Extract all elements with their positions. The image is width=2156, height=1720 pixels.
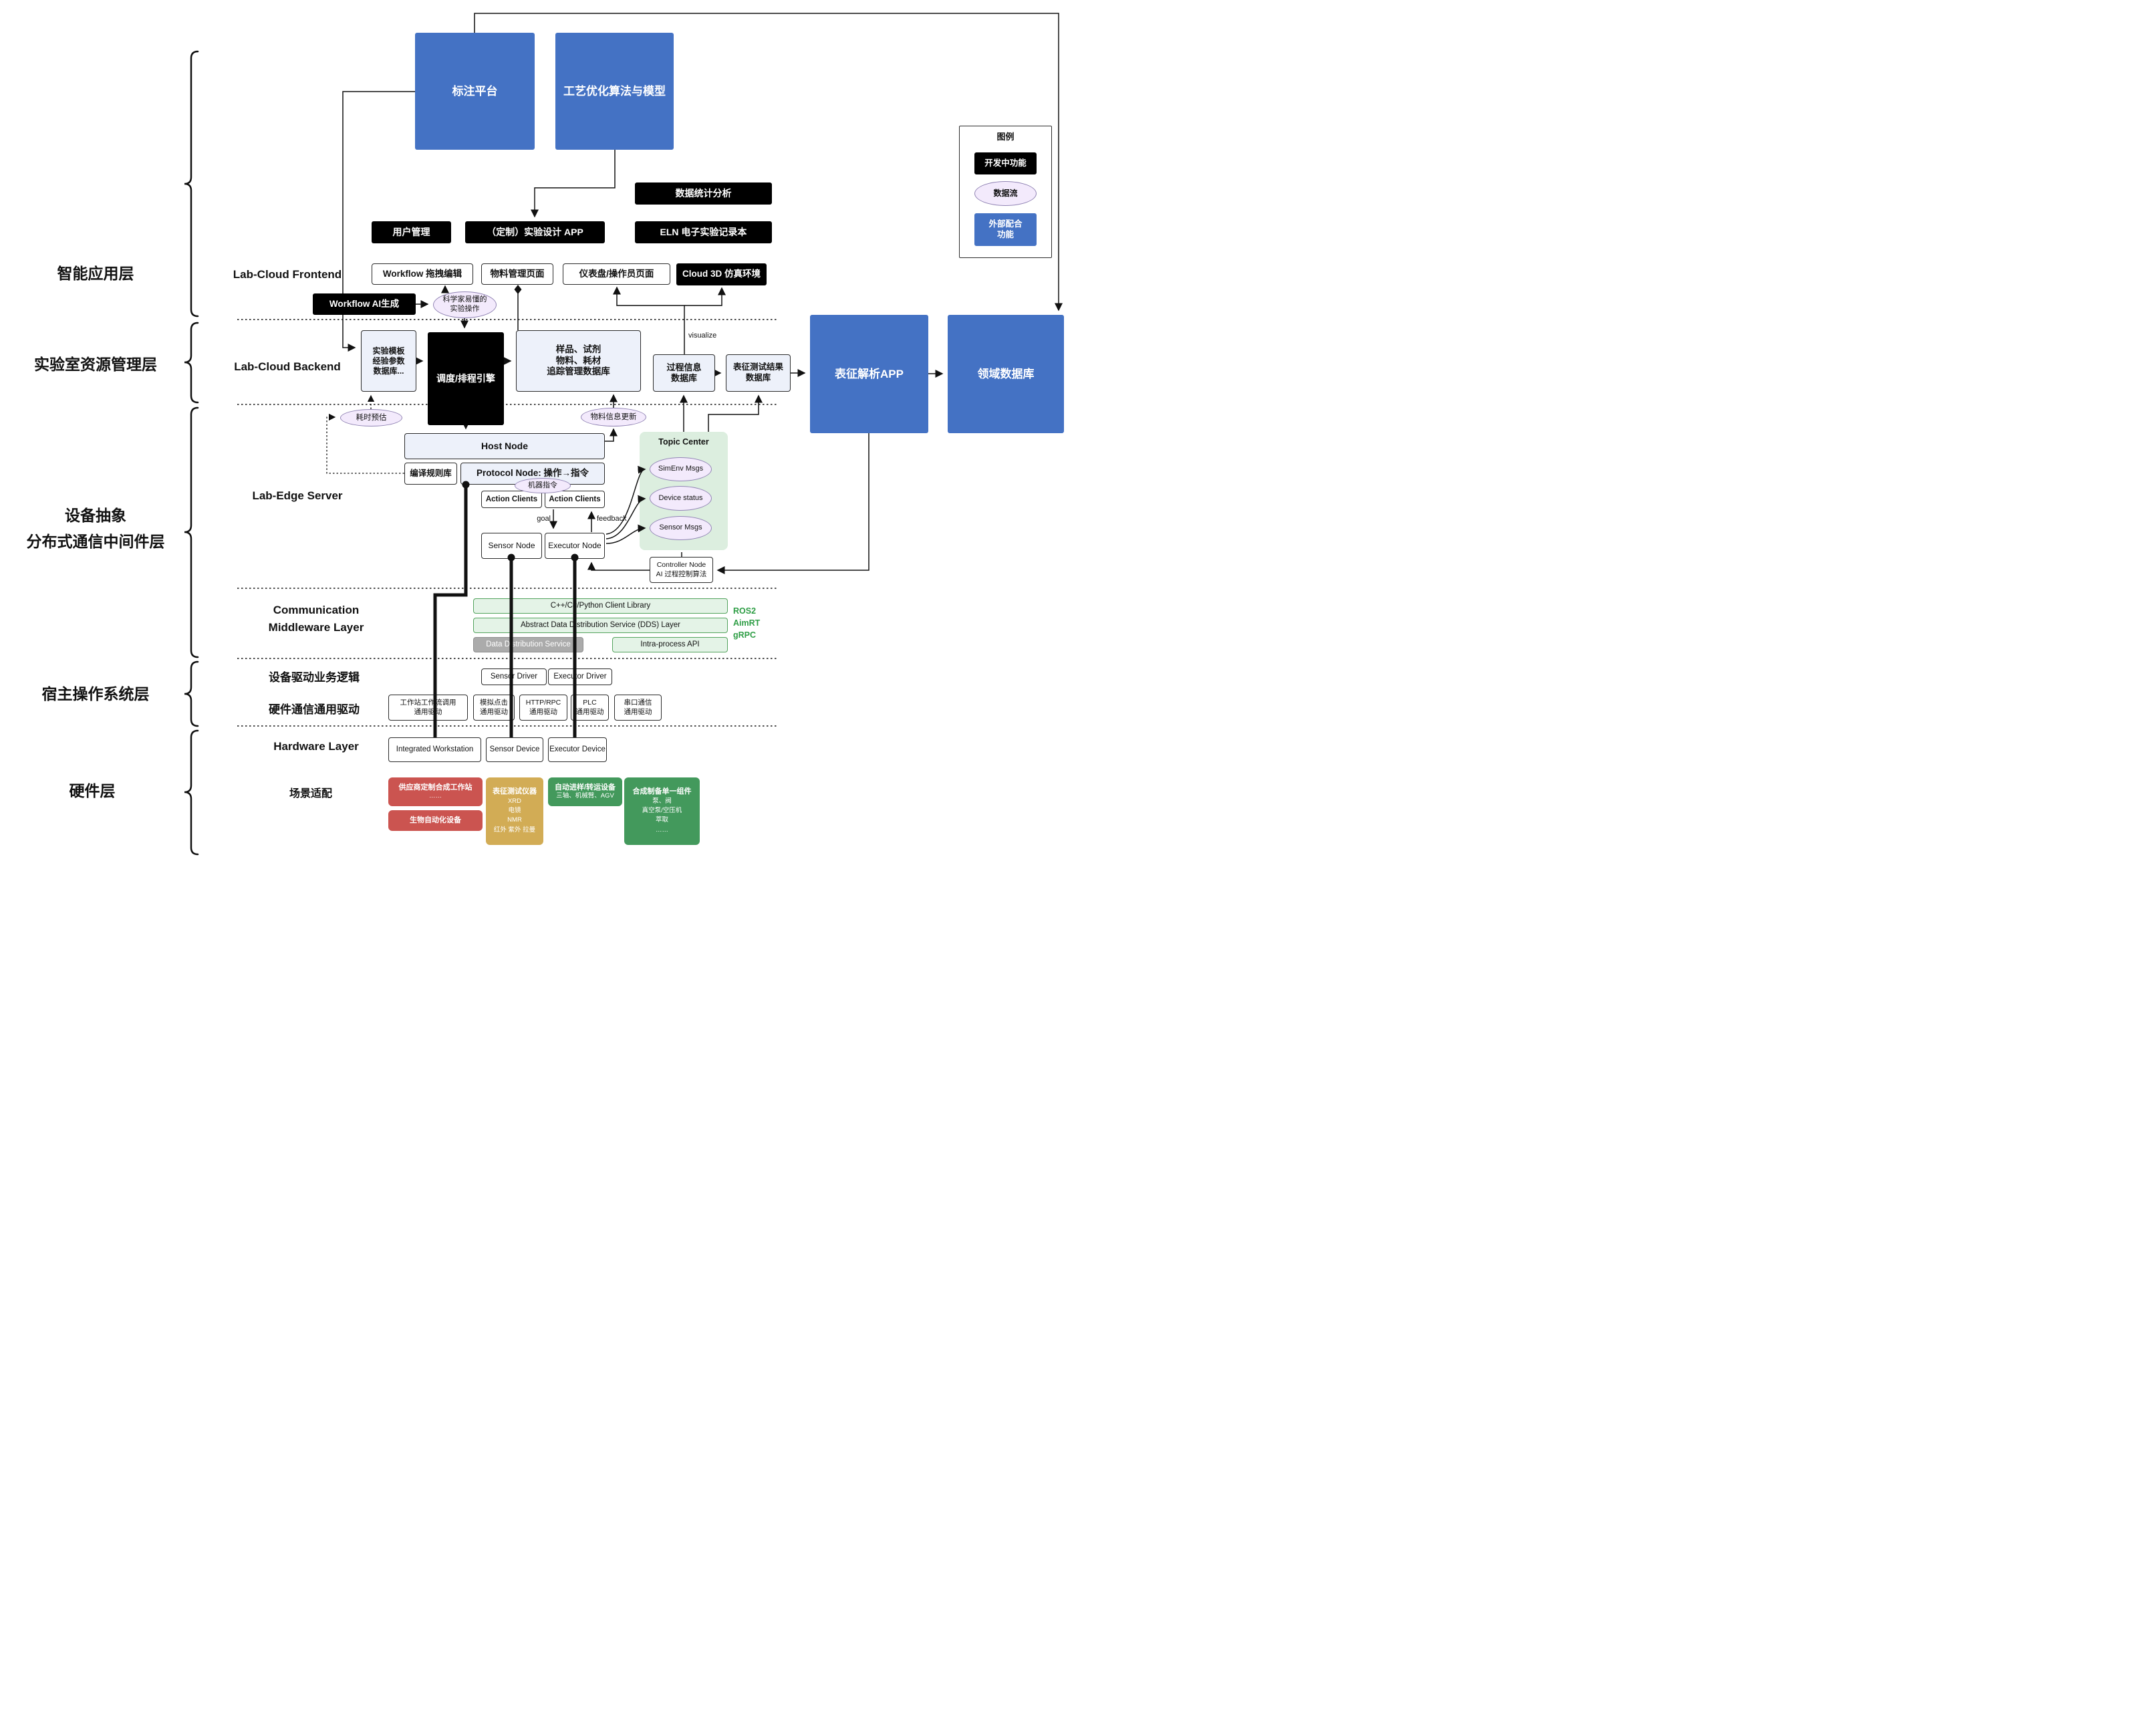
layer-label-device-abstraction: 设备抽象 分布式通信中间件层 [26, 507, 165, 551]
synthesis-unit-box: 合成制备单一组件 泵、阀 真空泵/空压机 萃取 …… [624, 777, 700, 845]
executor-driver-box: Executor Driver [548, 668, 612, 685]
integrated-workstation-box: Integrated Workstation [388, 737, 481, 762]
feedback-label: feedback [597, 515, 627, 523]
sensor-device-box: Sensor Device [486, 737, 543, 762]
material-update-flow: 物料信息更新 [581, 408, 646, 426]
intra-process-api-box: Intra-process API [612, 637, 728, 652]
characterization-instrument-title: 表征测试仪器 [493, 787, 537, 796]
characterization-instrument-list: XRD 电镜 NMR 红外 紫外 拉曼 [493, 797, 536, 834]
autosampler-transfer-sub: 三轴、机械臂、AGV [556, 792, 614, 800]
layer-label-hardware: 硬件层 [69, 782, 116, 800]
dds-abstract-layer-box: Abstract Data Distribution Service (DDS)… [473, 618, 728, 633]
annotation-platform-box: 标注平台 [415, 33, 535, 150]
section-scenario-fit: 场景适配 [289, 788, 332, 800]
section-device-driver-logic: 设备驱动业务逻辑 [269, 671, 360, 684]
layer-braces [184, 50, 199, 856]
process-optimization-box: 工艺优化算法与模型 [555, 33, 674, 150]
layer-label-host-os: 宿主操作系统层 [41, 685, 150, 703]
characterization-analysis-app-box: 表征解析APP [810, 315, 928, 433]
section-lab-cloud-backend: Lab-Cloud Backend [234, 360, 341, 373]
scheduler-engine-box: 调度/排程引擎 [428, 332, 504, 425]
sensor-msgs-flow: Sensor Msgs [650, 516, 712, 540]
action-clients-left-box: Action Clients [481, 491, 542, 508]
compile-rules-box: 编译规则库 [404, 463, 457, 485]
driver-workstation-box: 工作站工作流调用 通用驱动 [388, 695, 468, 721]
dotted-lines [326, 394, 404, 474]
layer-label-lab-resource: 实验室资源管理层 [34, 356, 157, 373]
synthesis-unit-title: 合成制备单一组件 [632, 787, 692, 796]
cloud-3d-sim-box: Cloud 3D 仿真环境 [676, 263, 767, 285]
legend-external-swatch: 外部配合 功能 [974, 213, 1037, 246]
visualize-label: visualize [688, 332, 717, 340]
simenv-msgs-flow: SimEnv Msgs [650, 457, 712, 481]
characterization-instrument-box: 表征测试仪器 XRD 电镜 NMR 红外 紫外 拉曼 [486, 777, 543, 845]
layer-label-intelligent-app: 智能应用层 [57, 265, 134, 282]
section-hw-comm-driver: 硬件通信通用驱动 [269, 703, 360, 716]
domain-database-box: 领域数据库 [948, 315, 1064, 433]
bio-automation-box: 生物自动化设备 [388, 810, 483, 831]
sample-tracking-db-box: 样品、试剂 物料、耗材 追踪管理数据库 [516, 330, 641, 392]
host-node-box: Host Node [404, 433, 605, 459]
experiment-template-db-box: 实验模板 经验参数 数据库... [361, 330, 416, 392]
legend-title: 图例 [996, 132, 1015, 142]
goal-label: goal [537, 515, 551, 523]
diamond-connector [514, 285, 522, 294]
synthesis-unit-list: 泵、阀 真空泵/空压机 萃取 …… [642, 797, 682, 834]
workflow-drag-editor-box: Workflow 拖拽编辑 [372, 263, 473, 285]
driver-plc-box: PLC 通用驱动 [571, 695, 609, 721]
sensor-driver-box: Sensor Driver [481, 668, 547, 685]
scientist-operations-flow: 科学家易懂的 实验操作 [433, 291, 497, 318]
machine-command-flow: 机器指令 [515, 478, 571, 493]
architecture-diagram: 智能应用层 实验室资源管理层 设备抽象 分布式通信中间件层 宿主操作系统层 硬件… [0, 0, 1078, 860]
legend-dataflow-swatch: 数据流 [974, 181, 1037, 206]
middleware-stack-label: ROS2 AimRT gRPC [733, 606, 761, 640]
custom-experiment-app-box: （定制）实验设计 APP [465, 221, 605, 243]
vendor-workstation-box: 供应商定制合成工作站 …… [388, 777, 483, 806]
driver-http-rpc-box: HTTP/RPC 通用驱动 [519, 695, 567, 721]
device-status-flow: Device status [650, 486, 712, 511]
legend-developing-swatch: 开发中功能 [974, 152, 1037, 174]
goal-feedback-arrows [549, 509, 595, 532]
user-management-box: 用户管理 [372, 221, 451, 243]
executor-device-box: Executor Device [548, 737, 607, 762]
characterization-result-db-box: 表征测试结果 数据库 [726, 354, 791, 392]
data-stats-box: 数据统计分析 [635, 182, 772, 205]
executor-node-box: Executor Node [545, 533, 605, 559]
eln-box: ELN 电子实验记录本 [635, 221, 772, 243]
section-hardware-layer: Hardware Layer [273, 740, 359, 753]
driver-click-sim-box: 模拟点击 通用驱动 [473, 695, 515, 721]
dds-service-box: Data Distribution Service [473, 637, 583, 652]
protocol-node-box: Protocol Node: 操作→指令 [460, 463, 605, 485]
controller-node-box: Controller Node AI 过程控制算法 [650, 557, 713, 583]
time-estimate-flow: 耗时预估 [340, 409, 402, 426]
autosampler-transfer-title: 自动进样/转运设备 [554, 783, 616, 791]
action-clients-right-box: Action Clients [545, 491, 605, 508]
topic-center-title: Topic Center [658, 437, 709, 447]
sensor-node-box: Sensor Node [481, 533, 542, 559]
autosampler-transfer-box: 自动进样/转运设备 三轴、机械臂、AGV [548, 777, 622, 806]
bio-automation-title: 生物自动化设备 [410, 816, 461, 824]
material-page-box: 物料管理页面 [481, 263, 553, 285]
workflow-ai-box: Workflow AI生成 [313, 293, 416, 315]
section-communication-middleware: Communication Middleware Layer [268, 604, 364, 634]
dashboard-page-box: 仪表盘/操作员页面 [563, 263, 670, 285]
process-info-db-box: 过程信息 数据库 [653, 354, 715, 392]
vendor-workstation-title: 供应商定制合成工作站 [398, 783, 473, 791]
vendor-workstation-sub: …… [429, 792, 442, 800]
driver-serial-box: 串口通信 通用驱动 [614, 695, 662, 721]
section-lab-edge-server: Lab-Edge Server [252, 489, 343, 502]
section-lab-cloud-frontend: Lab-Cloud Frontend [233, 268, 342, 281]
client-library-box: C++/C#/Python Client Library [473, 598, 728, 614]
